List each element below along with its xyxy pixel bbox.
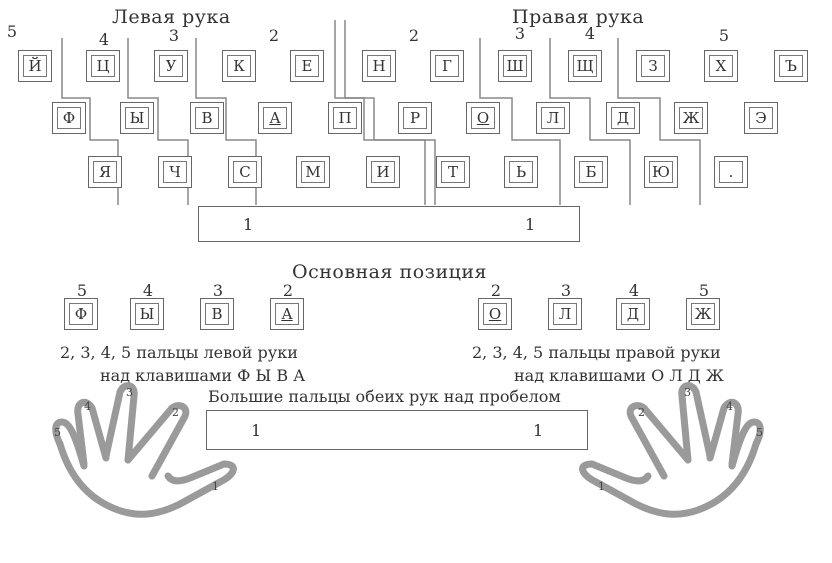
finger-number: 2 <box>268 26 280 45</box>
right-hand-outline: 2 3 4 5 1 <box>579 382 764 518</box>
home-key-left: В <box>200 298 234 330</box>
key-row3: Б <box>574 156 608 188</box>
finger-number: 2 <box>282 281 294 300</box>
home-key-left: Ф <box>64 298 98 330</box>
finger-number: 5 <box>718 26 730 45</box>
key-row2: Р <box>398 102 432 134</box>
home-space-bar: 1 1 <box>206 410 588 450</box>
finger-number: 3 <box>168 26 180 45</box>
left-hand-caption: над клавишами Ф Ы В А <box>100 366 306 385</box>
thumbs-caption: Большие пальцы обеих рук над пробелом <box>208 387 561 406</box>
finger-number: 2 <box>490 281 502 300</box>
key-row2: П <box>328 102 362 134</box>
key-row2: Э <box>744 102 778 134</box>
finger-label: 5 <box>54 426 61 439</box>
key-row1: Е <box>290 50 324 82</box>
key-row1: Ъ <box>774 50 808 82</box>
finger-number: 4 <box>142 281 154 300</box>
key-row1: Й <box>18 50 52 82</box>
key-row3: . <box>714 156 748 188</box>
key-row3: М <box>296 156 330 188</box>
finger-number: 3 <box>560 281 572 300</box>
finger-label: 3 <box>126 386 133 399</box>
right-hand-caption: 2, 3, 4, 5 пальцы правой руки <box>472 343 721 362</box>
right-hand-caption: над клавишами О Л Д Ж <box>514 366 724 385</box>
finger-label: 2 <box>638 406 645 419</box>
finger-number: 4 <box>628 281 640 300</box>
key-row1: Ш <box>498 50 532 82</box>
finger-number: 4 <box>98 30 110 49</box>
finger-label: 1 <box>212 480 219 493</box>
finger-label: 3 <box>684 386 691 399</box>
finger-label: 1 <box>598 480 605 493</box>
right-hand-title: Правая рука <box>512 6 645 28</box>
left-hand-title: Левая рука <box>112 6 231 28</box>
home-position-title: Основная позиция <box>292 261 488 283</box>
finger-number: 3 <box>212 281 224 300</box>
finger-number: 5 <box>6 22 18 41</box>
home-key-left: Ы <box>130 298 164 330</box>
key-row2-home: О <box>466 102 500 134</box>
key-row1: Г <box>430 50 464 82</box>
key-row1: З <box>636 50 670 82</box>
key-row2: Л <box>536 102 570 134</box>
key-row1: Х <box>704 50 738 82</box>
key-row3: Я <box>88 156 122 188</box>
home-key-right: Л <box>548 298 582 330</box>
key-row1: Щ <box>568 50 602 82</box>
home-key-right: Ж <box>686 298 720 330</box>
finger-number: 2 <box>408 26 420 45</box>
key-row2-home: А <box>258 102 292 134</box>
finger-number: 3 <box>514 24 526 43</box>
key-row1: У <box>154 50 188 82</box>
finger-label: 5 <box>756 426 763 439</box>
key-row2: Ж <box>674 102 708 134</box>
key-row1: Ц <box>86 50 120 82</box>
home-key-left: А <box>270 298 304 330</box>
left-hand-outline: 5 4 3 2 1 <box>52 382 237 518</box>
key-row3: Ю <box>644 156 678 188</box>
key-row2: Ы <box>120 102 154 134</box>
key-row1: Н <box>362 50 396 82</box>
key-row3: Ь <box>504 156 538 188</box>
space-bar: 1 1 <box>198 206 580 242</box>
left-hand-caption: 2, 3, 4, 5 пальцы левой руки <box>60 343 298 362</box>
key-row2: В <box>190 102 224 134</box>
finger-number: 4 <box>584 24 596 43</box>
key-row1: К <box>222 50 256 82</box>
home-key-right: О <box>478 298 512 330</box>
finger-label: 4 <box>726 400 733 413</box>
key-row3: И <box>366 156 400 188</box>
key-row2: Ф <box>52 102 86 134</box>
key-row3: С <box>228 156 262 188</box>
finger-number: 5 <box>698 281 710 300</box>
finger-label: 4 <box>84 400 91 413</box>
key-row2: Д <box>606 102 640 134</box>
finger-label: 2 <box>172 406 179 419</box>
finger-number: 5 <box>76 281 88 300</box>
key-row3: Т <box>436 156 470 188</box>
key-row3: Ч <box>158 156 192 188</box>
home-key-right: Д <box>616 298 650 330</box>
